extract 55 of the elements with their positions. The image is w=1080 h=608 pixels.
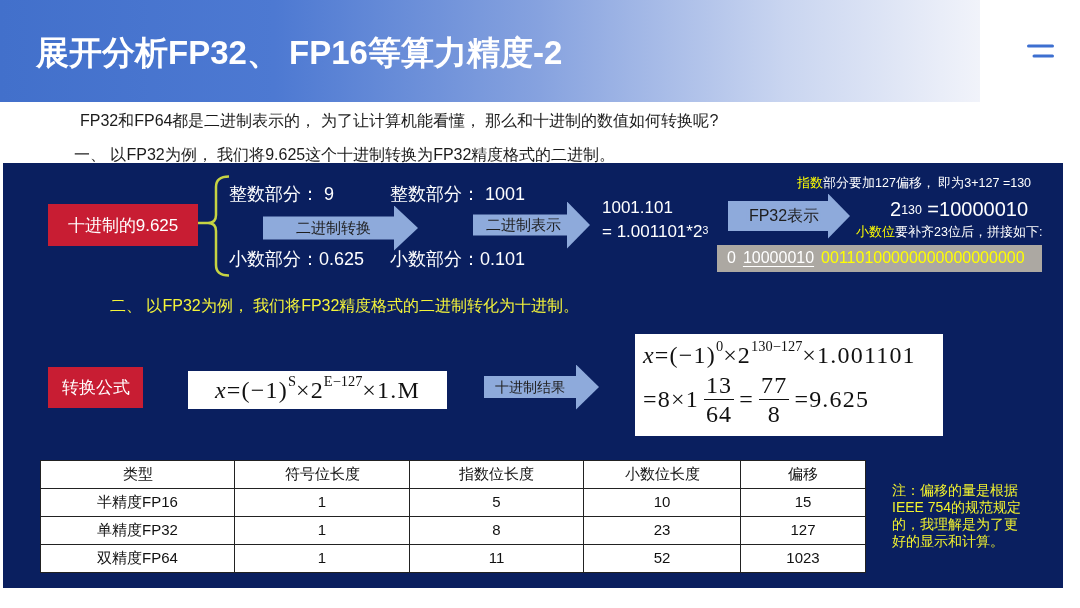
table-cell: 10	[583, 488, 741, 517]
table-cell: 单精度FP32	[40, 516, 235, 545]
fraction-denominator: 64	[704, 400, 734, 428]
block-arrow	[484, 364, 599, 410]
value-text: 整数部分： 9	[229, 184, 334, 206]
exponent-bits: 10000010	[742, 249, 815, 268]
table-cell: 1	[234, 544, 410, 573]
value-text: 整数部分： 1001	[390, 184, 526, 206]
formula-text: =8×1	[643, 386, 699, 413]
page-title: 展开分析FP32、 FP16等算力精度-2	[36, 33, 563, 73]
tag-label: 十进制的9.625	[48, 204, 198, 246]
table-cell: 5	[409, 488, 584, 517]
mantissa-bits: 00110100000000000000000	[821, 249, 1025, 268]
edge-label: 十进制结果	[493, 378, 567, 396]
edge-label: 二进制转换	[294, 219, 373, 237]
bit-string-bar	[717, 245, 1042, 272]
table-cell: 8	[409, 516, 584, 545]
value-text: 小数部分：0.625	[229, 249, 365, 271]
tag-label: 转换公式	[48, 367, 143, 408]
sign-bit: 0	[727, 249, 736, 268]
formula-text: x=(−1)$^{0}$×2$^{130−127}$×1.001101	[643, 342, 916, 369]
table-cell: 1	[234, 516, 410, 545]
block-arrow	[728, 193, 850, 239]
note-text: 注：偏移的量是根据IEEE 754的规范规定的，我理解是为了更好的显示和计算。	[892, 482, 1023, 551]
column-header: 小数位长度	[583, 460, 741, 489]
formula: x=(−1)$^{S}$×2$^{E−127}$×1.M	[188, 371, 447, 409]
column-header: 偏移	[740, 460, 866, 489]
table-cell: 127	[740, 516, 866, 545]
table-cell: 1	[234, 488, 410, 517]
intro-text: FP32和FP64都是二进制表示的， 为了让计算机能看懂， 那么和十进制的数值如何转换呢?	[80, 111, 719, 131]
annotation-text: 指数部分要加127偏移， 即为3+127 =130	[797, 176, 1032, 191]
edge-label: 二进制表示	[483, 216, 563, 234]
section-heading: 二、 以FP32为例， 我们将FP32精度格式的二进制转化为十进制。	[110, 296, 580, 316]
table-cell: 1023	[740, 544, 866, 573]
table-cell: 23	[583, 516, 741, 545]
fraction-numerator: 77	[759, 371, 790, 401]
column-header: 指数位长度	[409, 460, 584, 489]
table-cell: 11	[409, 544, 584, 573]
formula-panel	[635, 334, 943, 436]
column-header: 类型	[40, 460, 235, 489]
fraction-numerator: 13	[703, 371, 735, 401]
value-text: 1001.101	[602, 198, 673, 219]
column-header: 符号位长度	[234, 460, 410, 489]
value-text: = 1.001101*2$^{3}$	[602, 221, 709, 242]
table-cell: 52	[583, 544, 741, 573]
formula-text: =	[739, 386, 755, 413]
table-cell: 半精度FP16	[40, 488, 235, 517]
annotation-text: 小数位要补齐23位后，拼接如下:	[856, 225, 1043, 240]
fraction-denominator: 8	[766, 400, 782, 428]
block-arrow	[473, 201, 590, 249]
table-cell: 双精度FP64	[40, 544, 235, 573]
intro-text: 一、 以FP32为例， 我们将9.625这个十进制转换为FP32精度格式的二进制。	[74, 145, 616, 165]
table-cell: 15	[740, 488, 866, 517]
value-text: 小数部分：0.101	[390, 249, 526, 271]
formula-text: =9.625	[794, 386, 870, 413]
